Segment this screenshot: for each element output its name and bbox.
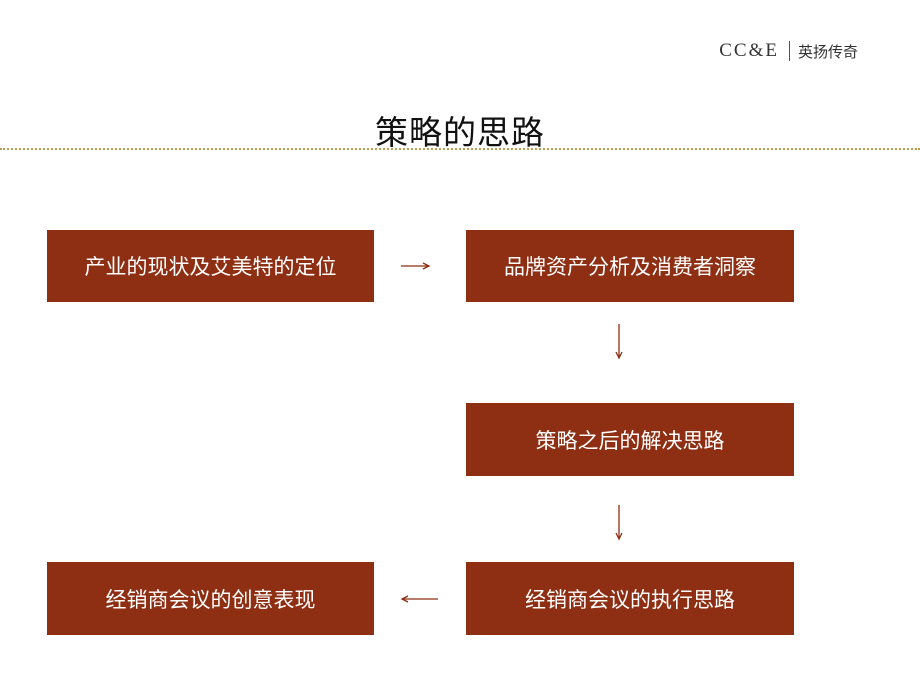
title-divider [0, 148, 920, 150]
flow-step-2: 品牌资产分析及消费者洞察 [466, 230, 794, 302]
arrow-down-icon [615, 505, 623, 541]
logo-company-name: 英扬传奇 [797, 42, 858, 61]
flow-step-3: 策略之后的解决思路 [466, 403, 794, 476]
flow-step-1: 产业的现状及艾美特的定位 [47, 230, 374, 302]
flow-step-4: 经销商会议的执行思路 [466, 562, 794, 635]
slide-title: 策略的思路 [375, 113, 545, 152]
logo-separator [788, 41, 790, 61]
logo-mark: CC&E [719, 40, 779, 61]
arrow-left-icon [400, 595, 438, 603]
arrow-right-icon [401, 262, 431, 270]
arrow-down-icon [615, 324, 623, 360]
brand-logo: CC&E 英扬传奇 [719, 40, 858, 62]
flow-step-5: 经销商会议的创意表现 [47, 562, 374, 635]
